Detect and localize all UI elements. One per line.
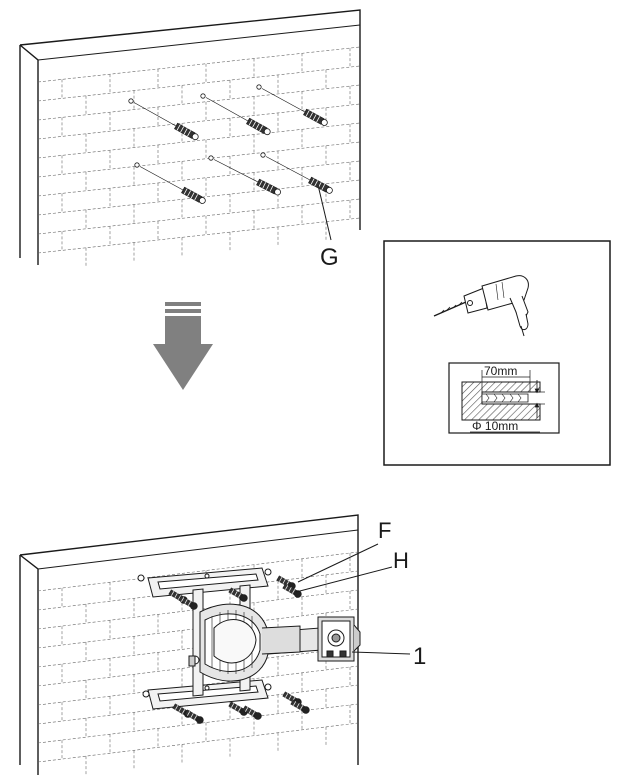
drill-diameter-label: Φ 10mm — [472, 419, 518, 433]
screw-f-label: F — [378, 518, 391, 543]
screw-icon — [228, 701, 248, 716]
top-wall — [19, 9, 361, 267]
down-arrow-icon — [153, 302, 213, 390]
drill-icon — [433, 275, 529, 337]
top-wall-bricks — [37, 46, 361, 267]
wall-anchor-icon — [200, 93, 271, 136]
wall-anchor-icon — [260, 152, 333, 194]
wall-anchor-icon — [128, 98, 199, 141]
anchor-g-callout: G — [317, 184, 339, 271]
washer-h-label: H — [393, 548, 409, 573]
top-wall-anchors — [128, 84, 333, 204]
mount-screws — [168, 575, 310, 724]
bracket-1-label: 1 — [413, 643, 426, 670]
drill-depth-label: 70mm — [484, 364, 517, 378]
screw-icon — [178, 595, 198, 610]
screw-icon — [290, 699, 310, 714]
callouts-bottom — [295, 543, 411, 655]
wall-anchor-icon — [208, 155, 281, 196]
drill-hole-section: 70mm Φ 10mm — [448, 362, 560, 434]
screw-icon — [228, 587, 248, 602]
drill-detail-panel: 70mm Φ 10mm — [383, 240, 611, 466]
screw-icon — [184, 709, 204, 724]
anchor-g-label: G — [320, 244, 339, 271]
wall-mount-assembly — [137, 567, 361, 710]
screw-icon — [242, 705, 262, 720]
wall-anchor-icon — [134, 162, 206, 204]
screw-icon — [282, 583, 302, 598]
wall-anchor-icon — [256, 84, 328, 126]
